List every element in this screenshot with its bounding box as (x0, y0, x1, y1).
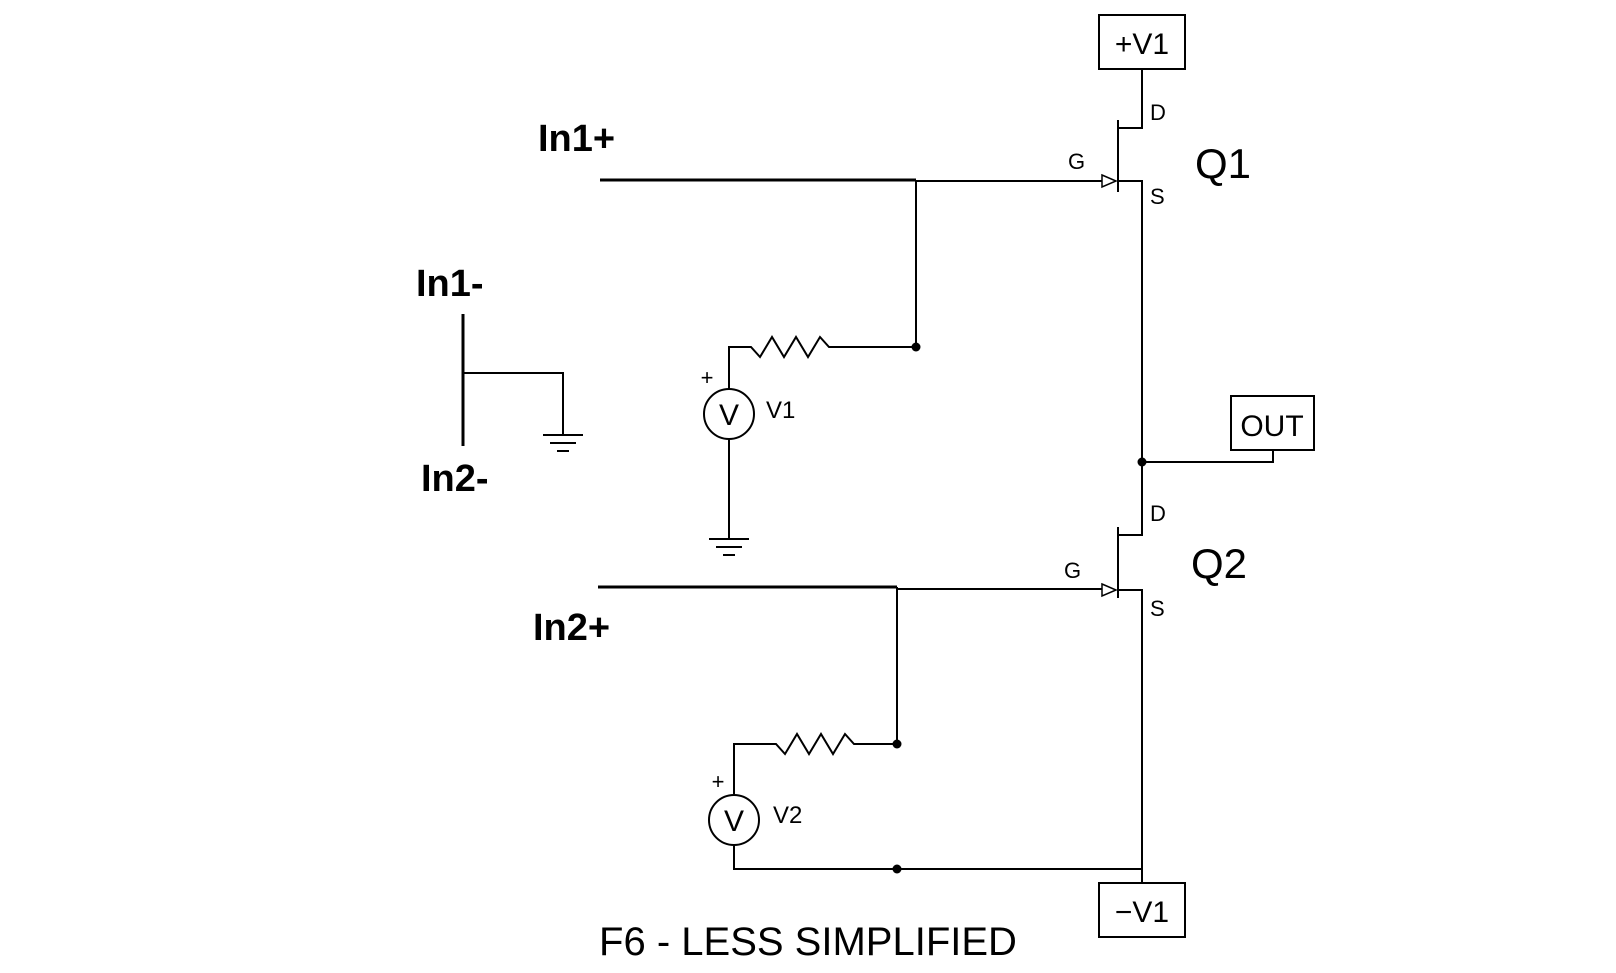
junction-dot (892, 864, 902, 874)
in1-plus-net: In1+ (538, 118, 1102, 352)
v1-meter-glyph: V (719, 399, 739, 432)
v2-bias-network: V + V2 (708, 732, 1142, 874)
q2-label: Q2 (1191, 540, 1247, 587)
q1-gate-label: G (1068, 149, 1085, 174)
ground-icon (543, 434, 583, 452)
v2-meter-glyph: V (724, 805, 744, 838)
v2-plus-sign: + (712, 769, 725, 794)
q2-source-label: S (1150, 596, 1165, 621)
figure-caption: F6 - LESS SIMPLIFIED (599, 920, 1017, 964)
v1-label: V1 (766, 397, 795, 424)
in2-minus-label: In2- (421, 458, 489, 500)
q2-gate-label: G (1064, 558, 1081, 583)
q1-drain-label: D (1150, 100, 1166, 125)
negative-rail-label: −V1 (1115, 896, 1169, 929)
transistor-q2: D S G Q2 (1064, 462, 1247, 883)
in1-plus-label: In1+ (538, 118, 615, 160)
positive-rail-label: +V1 (1115, 28, 1169, 61)
positive-rail: +V1 (1098, 14, 1186, 70)
v2-label: V2 (773, 802, 802, 829)
in2-plus-net: In2+ (533, 585, 1102, 749)
inverting-inputs-net: In1- In2- (416, 263, 583, 500)
transistor-q1: D S G Q1 (1068, 69, 1251, 460)
q1-label: Q1 (1195, 140, 1251, 187)
v1-plus-sign: + (701, 365, 714, 390)
negative-rail: −V1 (1098, 882, 1186, 938)
output-node: OUT (1137, 395, 1315, 467)
q2-drain-label: D (1150, 501, 1166, 526)
in1-minus-label: In1- (416, 263, 484, 305)
ground-icon (709, 538, 749, 556)
q1-source-label: S (1150, 184, 1165, 209)
v1-bias-network: V + V1 (701, 335, 916, 556)
output-label: OUT (1240, 410, 1303, 443)
in2-plus-label: In2+ (533, 607, 610, 649)
